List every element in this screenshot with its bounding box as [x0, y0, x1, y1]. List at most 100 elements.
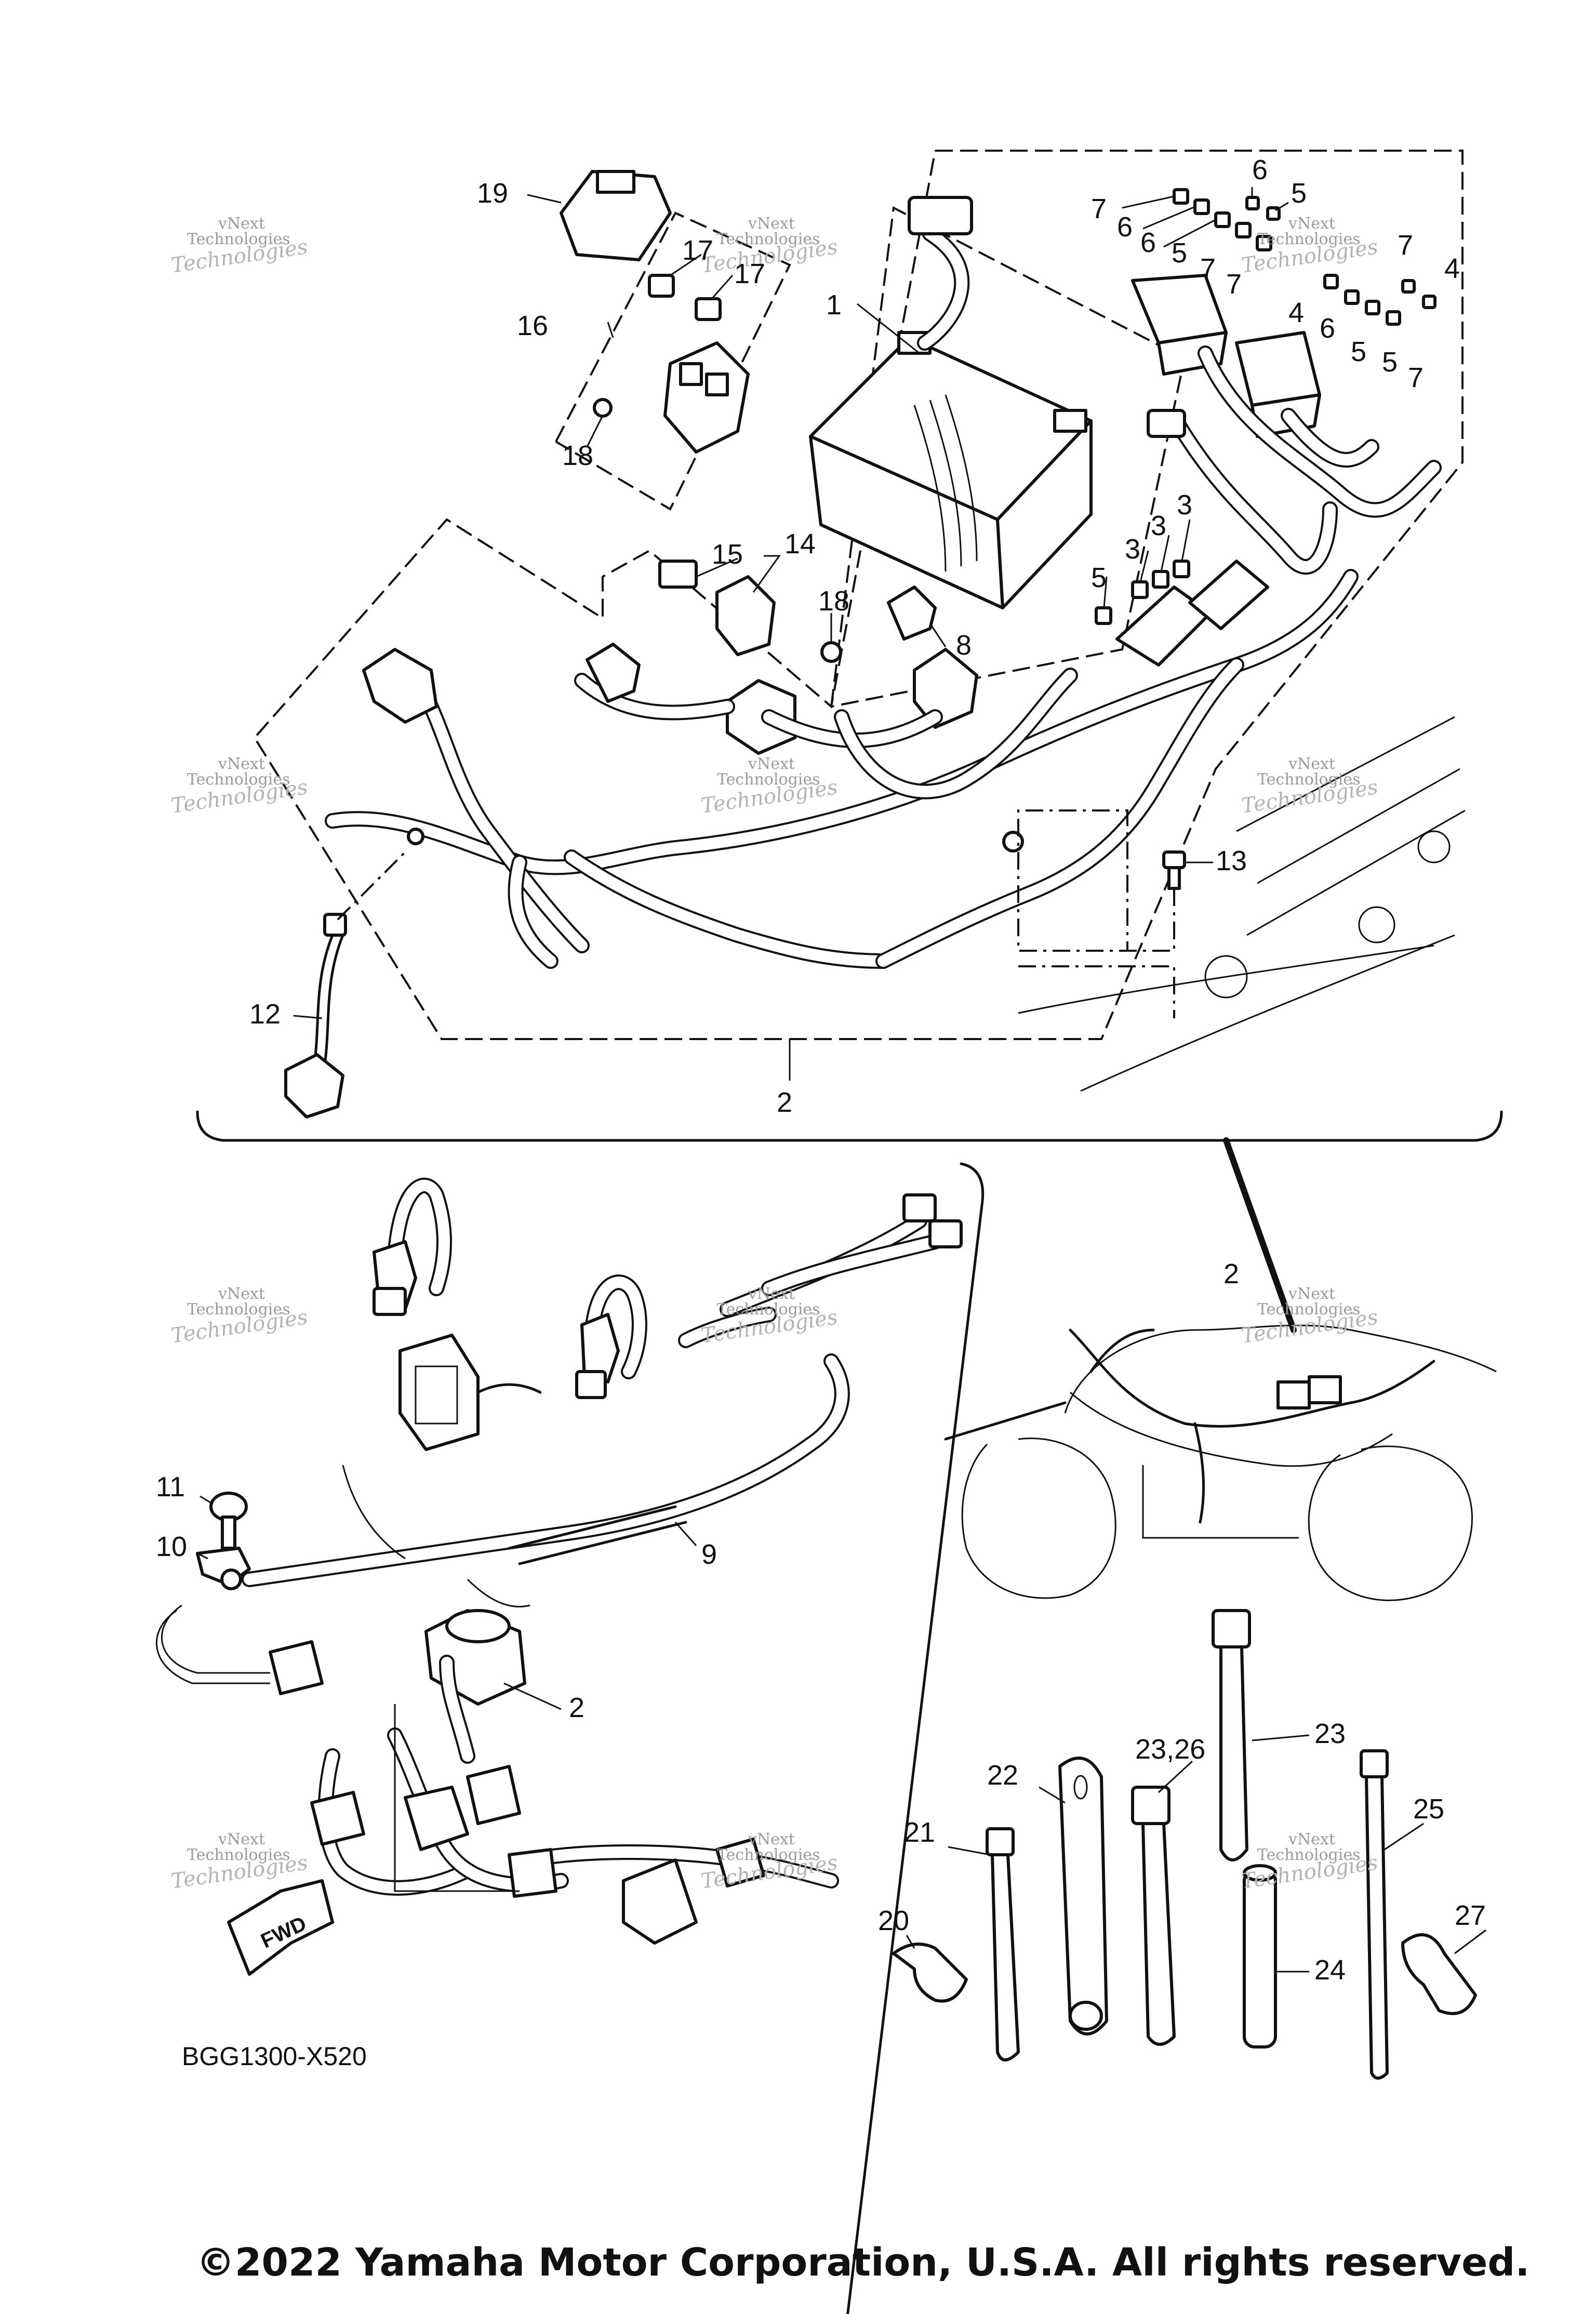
- battery: [809, 331, 1093, 609]
- callout-7-d: 7: [1398, 230, 1413, 261]
- callout-25: 25: [1413, 1793, 1444, 1825]
- svg-text:vNext: vNext: [748, 215, 795, 233]
- callout-6-a: 6: [1252, 154, 1268, 185]
- callout-18-b: 18: [818, 586, 849, 617]
- callout-15: 15: [712, 539, 743, 570]
- callout-2-c: 2: [569, 1692, 584, 1723]
- svg-text:vNext: vNext: [1288, 755, 1335, 773]
- fuse-17b: [695, 297, 722, 321]
- connector-lower-h: [310, 1791, 365, 1846]
- callout-6-c: 6: [1140, 227, 1156, 258]
- callout-17-b: 17: [734, 258, 765, 289]
- connector-lower-e: [269, 1640, 324, 1695]
- bolt-11: [209, 1492, 248, 1550]
- connector-lower-g: [466, 1765, 521, 1825]
- svg-text:Technologies: Technologies: [187, 770, 290, 789]
- tube-24: [1243, 1864, 1277, 2049]
- svg-text:Technologies: Technologies: [717, 1846, 820, 1864]
- callout-7-e: 7: [1408, 362, 1424, 393]
- callout-24: 24: [1314, 1954, 1346, 1986]
- callout-11: 11: [156, 1471, 185, 1502]
- callout-5-c: 5: [1351, 336, 1366, 367]
- connector-lower-j: [622, 1858, 698, 1945]
- callout-5-e: 5: [1091, 562, 1107, 593]
- lower-left-outline: [846, 1162, 985, 2314]
- connector-lower-k: [715, 1838, 765, 1887]
- fuse-17a: [648, 274, 675, 298]
- top-exploded-view: [253, 150, 1466, 1119]
- starter-relay: [663, 341, 750, 454]
- svg-text:vNext: vNext: [1288, 215, 1335, 233]
- callout-16: 16: [517, 310, 548, 341]
- svg-text:vNext: vNext: [218, 1830, 265, 1848]
- cable-tie-23: [1212, 1609, 1251, 1861]
- callout-2-a: 2: [777, 1087, 792, 1118]
- band-22: [1058, 1757, 1108, 2036]
- cable-tie-25: [1360, 1749, 1389, 2080]
- svg-text:Technologies: Technologies: [1257, 770, 1361, 789]
- callout-4-a: 4: [1444, 253, 1460, 284]
- fuse-set-lower: [1095, 560, 1269, 667]
- relay-group-outline: [555, 211, 791, 511]
- svg-text:vNext: vNext: [1288, 1285, 1335, 1303]
- copyright-notice: ©2022 Yamaha Motor Corporation, U.S.A. A…: [196, 2240, 1530, 2285]
- callout-23-26: 23,26: [1135, 1734, 1205, 1765]
- callout-6-b: 6: [1117, 211, 1133, 243]
- callout-labels: 19 17 17 16 18 1 6 5 7 6 6 5 7 7 7 4 4 6…: [156, 154, 1486, 1986]
- callout-14: 14: [784, 528, 816, 560]
- connector-lower-c: [902, 1193, 937, 1222]
- svg-text:Technologies: Technologies: [717, 770, 820, 789]
- connector-lower-i: [508, 1848, 557, 1898]
- svg-text:Technologies: Technologies: [1257, 230, 1361, 248]
- callout-17-a: 17: [682, 235, 713, 266]
- callout-23: 23: [1314, 1718, 1346, 1749]
- callout-27: 27: [1455, 1900, 1486, 1931]
- ground-terminal: [1147, 409, 1186, 438]
- lower-left-view: FWD: [155, 1162, 985, 2314]
- svg-text:Technologies: Technologies: [187, 1846, 290, 1864]
- fwd-arrow: FWD: [227, 1879, 334, 1976]
- connector-lower-b: [580, 1313, 620, 1384]
- clamp-10: [196, 1547, 251, 1590]
- top-area-outline: [253, 150, 1464, 1040]
- switch-assembly: [424, 1609, 526, 1706]
- connector-left-a: [362, 648, 438, 724]
- cap-18b: [820, 641, 842, 663]
- callout-2-b: 2: [1223, 1258, 1239, 1289]
- svg-text:Technologies: Technologies: [717, 1300, 820, 1319]
- callout-10: 10: [156, 1531, 187, 1562]
- callout-21: 21: [904, 1817, 935, 1848]
- cable-tie-21: [986, 1827, 1020, 2062]
- callout-5-d: 5: [1382, 347, 1398, 378]
- sub-harness-9: [242, 1353, 850, 1608]
- callout-3-b: 3: [1151, 510, 1166, 541]
- connector-lower-f: [404, 1786, 469, 1851]
- svg-text:vNext: vNext: [748, 755, 795, 773]
- callout-3-a: 3: [1177, 489, 1192, 521]
- callout-18-a: 18: [562, 440, 593, 471]
- callout-13: 13: [1216, 845, 1247, 876]
- callout-5-a: 5: [1291, 178, 1307, 209]
- callout-9: 9: [701, 1539, 717, 1570]
- svg-text:Technologies: Technologies: [1257, 1846, 1361, 1864]
- svg-text:vNext: vNext: [218, 1285, 265, 1303]
- clamp-20: [892, 1943, 968, 2003]
- callout-7-b: 7: [1200, 253, 1216, 284]
- accessories: [892, 1609, 1486, 2080]
- callout-7-c: 7: [1226, 269, 1242, 300]
- relay-8: [887, 586, 937, 641]
- clamp-27: [1401, 1933, 1477, 2015]
- leader-lines-top: [293, 187, 1289, 1081]
- bolt-13-leader: [1017, 809, 1175, 952]
- svg-text:vNext: vNext: [1288, 1830, 1335, 1848]
- callout-19: 19: [477, 178, 508, 209]
- callout-12: 12: [249, 999, 281, 1030]
- fuse-15: [658, 560, 698, 589]
- cable-tie-23-26: [1131, 1786, 1176, 2046]
- motorcycle-overview: [944, 1324, 1497, 1601]
- relay-19: [560, 170, 672, 261]
- callout-4-b: 4: [1288, 297, 1304, 328]
